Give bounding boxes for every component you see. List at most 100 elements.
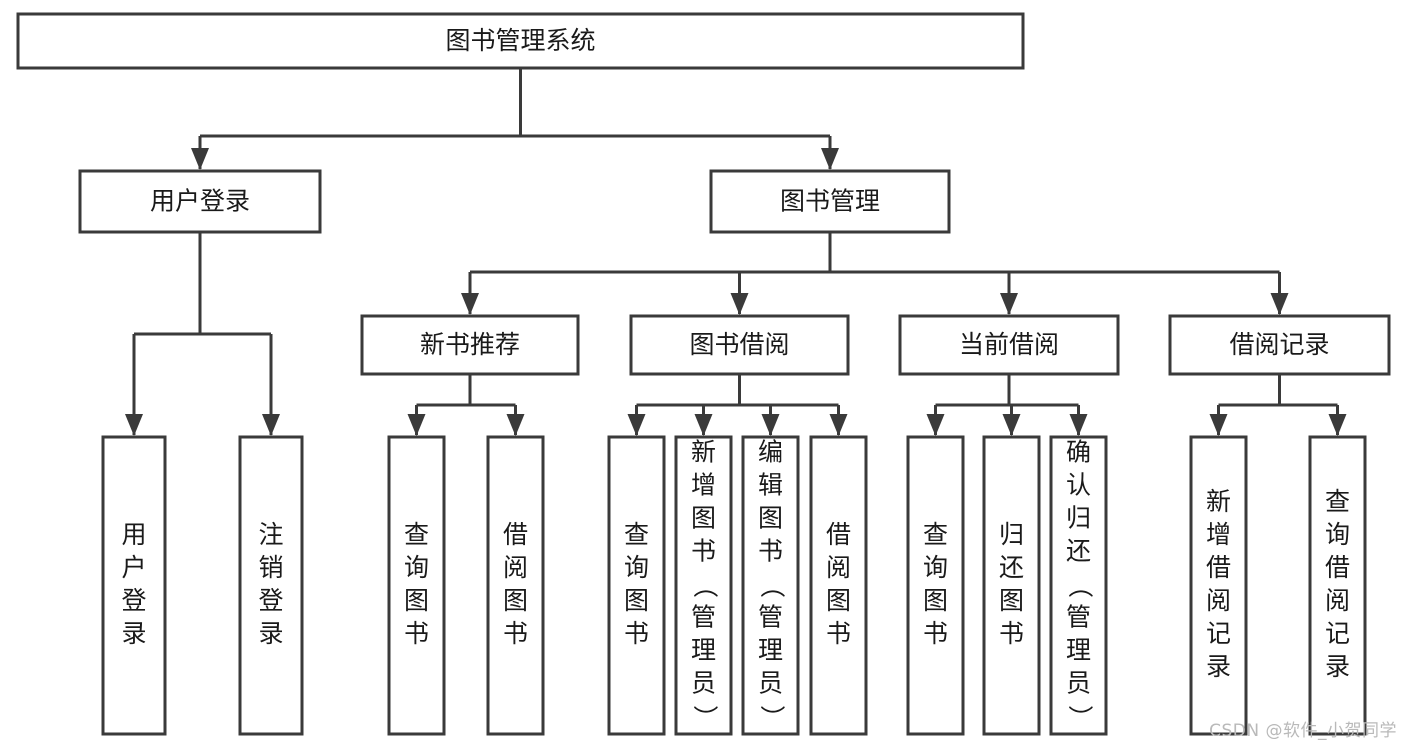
node-label: 图书管理系统 [445, 26, 595, 55]
svg-text:录: 录 [121, 619, 146, 648]
svg-text:户: 户 [121, 553, 146, 582]
svg-text:书: 书 [503, 619, 528, 648]
arrow-head-icon [627, 414, 646, 436]
arrow-head-icon [730, 293, 749, 315]
svg-text:录: 录 [1206, 652, 1231, 681]
arrow-head-icon [506, 414, 525, 436]
arrow-head-icon [1270, 293, 1289, 315]
svg-text:书: 书 [826, 619, 851, 648]
svg-text:图: 图 [923, 586, 948, 615]
svg-text:询: 询 [404, 553, 429, 582]
svg-text:员: 员 [691, 669, 716, 698]
svg-text:归: 归 [999, 520, 1024, 549]
svg-text:辑: 辑 [758, 471, 783, 500]
svg-text:借: 借 [503, 520, 528, 549]
node-book-borrow[interactable]: 图书借阅 [629, 314, 850, 376]
arrow-head-icon [1002, 414, 1021, 436]
arrow-head-icon [1000, 293, 1018, 315]
arrow-head-icon [262, 414, 280, 436]
svg-text:认: 认 [1066, 471, 1091, 500]
node-label-vertical: 用户登录 [121, 520, 146, 648]
node-label: 新书推荐 [420, 330, 520, 359]
arrow-head-icon [461, 293, 479, 315]
svg-text:书: 书 [758, 537, 783, 566]
svg-text:书: 书 [404, 619, 429, 648]
svg-text:书: 书 [624, 619, 649, 648]
svg-text:）: ） [758, 705, 787, 730]
svg-text:询: 询 [923, 553, 948, 582]
node-user-login[interactable]: 用户登录 [78, 169, 322, 234]
svg-text:增: 增 [1206, 520, 1231, 549]
arrow-head-icon [821, 148, 839, 170]
node-borrow-record[interactable]: 借阅记录 [1168, 314, 1391, 376]
svg-text:理: 理 [691, 636, 716, 665]
node-new-book-recommend[interactable]: 新书推荐 [360, 314, 580, 376]
svg-text:图: 图 [624, 586, 649, 615]
arrow-head-icon [1209, 414, 1228, 436]
connector-layer [125, 68, 1347, 436]
node-label: 图书管理 [780, 187, 880, 216]
node-label: 用户登录 [150, 187, 250, 216]
svg-text:注: 注 [258, 520, 283, 549]
svg-text:记: 记 [1206, 619, 1231, 648]
svg-text:增: 增 [691, 471, 716, 500]
node-book-manage[interactable]: 图书管理 [709, 169, 951, 234]
svg-text:图: 图 [758, 504, 783, 533]
svg-text:管: 管 [1066, 603, 1091, 632]
svg-text:询: 询 [1325, 520, 1350, 549]
node-root-title[interactable]: 图书管理系统 [16, 12, 1025, 70]
svg-text:书: 书 [923, 619, 948, 648]
svg-text:用: 用 [121, 520, 146, 549]
svg-text:管: 管 [691, 603, 716, 632]
node-label: 当前借阅 [959, 330, 1059, 359]
svg-text:销: 销 [258, 553, 283, 582]
svg-text:图: 图 [999, 586, 1024, 615]
svg-text:查: 查 [1325, 487, 1350, 516]
svg-text:编: 编 [758, 438, 783, 467]
node-current-borrow[interactable]: 当前借阅 [898, 314, 1120, 376]
svg-text:图: 图 [826, 586, 851, 615]
arrow-head-icon [829, 414, 848, 436]
svg-text:阅: 阅 [1325, 586, 1350, 615]
arrow-head-icon [694, 414, 713, 436]
svg-text:图: 图 [503, 586, 528, 615]
svg-text:（: （ [1066, 573, 1095, 598]
svg-text:查: 查 [923, 520, 948, 549]
svg-text:借: 借 [826, 520, 851, 549]
svg-text:新: 新 [1206, 487, 1231, 516]
svg-text:员: 员 [1066, 669, 1091, 698]
svg-text:图: 图 [404, 586, 429, 615]
node-label: 图书借阅 [689, 330, 789, 359]
node-leaf-user-login[interactable]: 用户登录 [101, 435, 167, 736]
svg-text:确: 确 [1066, 438, 1091, 467]
arrow-head-icon [1069, 414, 1088, 436]
node-layer: 图书管理系统用户登录图书管理新书推荐图书借阅当前借阅借阅记录用户登录注销登录查询… [16, 12, 1391, 736]
svg-text:）: ） [1066, 705, 1095, 730]
svg-text:查: 查 [624, 520, 649, 549]
svg-text:理: 理 [1066, 636, 1091, 665]
svg-text:录: 录 [258, 619, 283, 648]
svg-text:（: （ [758, 573, 787, 598]
svg-text:登: 登 [121, 586, 146, 615]
arrow-head-icon [125, 414, 143, 436]
